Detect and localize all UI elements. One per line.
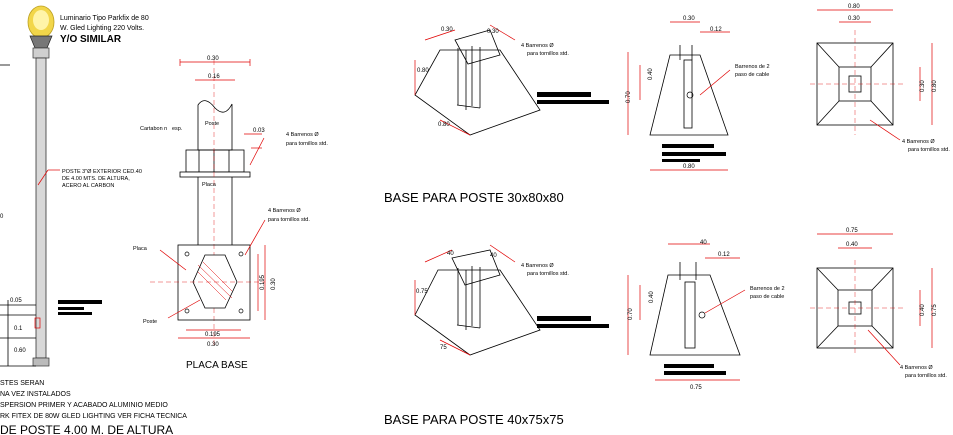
b1-plan-barrenos: 4 Barrenos Ø [902,139,935,145]
b2-cable: Barrenos de 2 [750,286,785,292]
plate-placa-label: Placa [133,246,148,252]
redacted-block [664,364,714,368]
b1-barrenos-b: para tornillos std. [527,51,569,57]
redacted-block [58,300,102,304]
b2-side-075: 0.75 [690,385,702,391]
b2-plan-075: 0.75 [846,228,858,234]
b1-cable: Barrenos de 2 [735,64,770,70]
b1-side-070: 0.70 [626,91,632,103]
b2-side-070: 0.70 [628,308,634,320]
plate-barrenos-1b: para tornillos std. [286,141,328,147]
b2-side-040: 40 [700,240,707,246]
plate-poste-label: Poste [205,121,219,127]
redacted-block [537,316,591,321]
pole-height-title: DE POSTE 4.00 M. DE ALTURA [0,423,173,435]
b1-cable-b: paso de cable [735,72,769,78]
b1-barrenos: 4 Barrenos Ø [521,43,554,49]
dim-060: 0.60 [14,348,26,354]
base1-side [627,21,731,171]
plate-dim-016: 0.16 [208,74,220,80]
b1-iso-030a: 0.30 [441,27,453,33]
lamp-pole [0,5,60,367]
b2-iso-075a: 0.75 [416,289,428,295]
note-line-4: RK FITEX DE 80W GLED LIGHTING VER FICHA … [0,413,187,420]
luminaire-line1: Luminario Tipo Parkfix de 80 [60,15,149,22]
plate-barrenos-2: 4 Barrenos Ø [268,208,301,214]
b1-plan-v2: 0.80 [932,80,938,92]
b1-plan-v1: 0.30 [920,80,926,92]
b1-side-012: 0.12 [710,27,722,33]
b2-plan-v1: 0.40 [920,304,926,316]
base2-iso [414,244,541,356]
b2-plan-040: 0.40 [846,242,858,248]
redacted-block [537,100,609,104]
b2-iso-075b: 75 [440,345,447,351]
plate-esp-label: esp. [172,126,183,132]
b1-iso-080a: 0.80 [417,68,429,74]
plate-dim-0195v: 0.195 [260,274,266,290]
b1-side-040: 0.40 [648,68,654,80]
redacted-block [58,307,84,310]
plate-dim-0195: 0.195 [205,332,221,338]
plate-dim-030: 0.30 [207,56,219,62]
base1-plan [810,9,933,141]
b1-plan-030: 0.30 [848,16,860,22]
base2-side [627,243,746,381]
dim-005: 0.05 [10,298,22,304]
b1-iso-030b: 0.30 [487,29,499,35]
pole-desc-1: POSTE 3"Ø EXTERIOR CED.40 [62,169,142,175]
redacted-block [662,152,726,156]
pole-desc-2: DE 4.00 MTS. DE ALTURA, [62,176,130,182]
base1-iso [414,24,541,136]
b2-iso-040a: 40 [447,251,454,257]
redacted-block [58,312,92,315]
redacted-block [662,159,700,162]
base2-title: BASE PARA POSTE 40x75x75 [384,412,564,427]
b2-plan-barrenos: 4 Barrenos Ø [900,365,933,371]
plate-cap-label: Cartabon n [140,126,167,132]
similar-label: Y/O SIMILAR [60,34,122,45]
b1-plan-080: 0.80 [848,4,860,10]
redacted-block [664,371,726,375]
plate-dim-030b: 0.30 [207,342,219,348]
pole-desc-3: ACERO AL CARBON [62,183,114,189]
plate-base-title: PLACA BASE [186,360,248,371]
plate-dim-003: 0.03 [253,128,265,134]
b1-side-080: 0.80 [683,164,695,170]
base2-plan [810,233,933,366]
plate-barrenos-2b: para tornillos std. [268,217,310,223]
plate-barrenos-1: 4 Barrenos Ø [286,132,319,138]
b2-barrenos-b: para tornillos std. [527,271,569,277]
b2-iso-040b: 40 [490,253,497,259]
dim-01: 0.1 [14,326,23,332]
base1-title: BASE PARA POSTE 30x80x80 [384,190,564,205]
b2-side-040v: 0.40 [649,291,655,303]
note-line-1: STES SERAN [0,380,44,387]
b2-side-012: 0.12 [718,252,730,258]
redacted-block [662,144,714,148]
plate-detail [150,59,266,345]
b2-cable-b: paso de cable [750,294,784,300]
dim-left-0: 0 [0,214,4,220]
redacted-block [537,324,609,328]
b1-iso-080b: 0.80 [438,122,450,128]
b1-plan-barrenos-b: para tornillos std. [908,147,950,153]
note-line-3: SPERSION PRIMER Y ACABADO ALUMINIO MEDIO [0,402,168,409]
b2-plan-barrenos-b: para tornillos std. [905,373,947,379]
plate-poste-bottom: Poste [143,319,157,325]
redacted-block [537,92,591,97]
b1-side-030: 0.30 [683,16,695,22]
luminaire-line2: W. Gled Lighting 220 Volts. [60,25,144,32]
plate-dim-030v: 0.30 [271,278,277,290]
plate-placa-top: Placa [202,182,217,188]
b2-barrenos: 4 Barrenos Ø [521,263,554,269]
b2-plan-v2: 0.75 [932,304,938,316]
note-line-2: NA VEZ INSTALADOS [0,391,71,398]
